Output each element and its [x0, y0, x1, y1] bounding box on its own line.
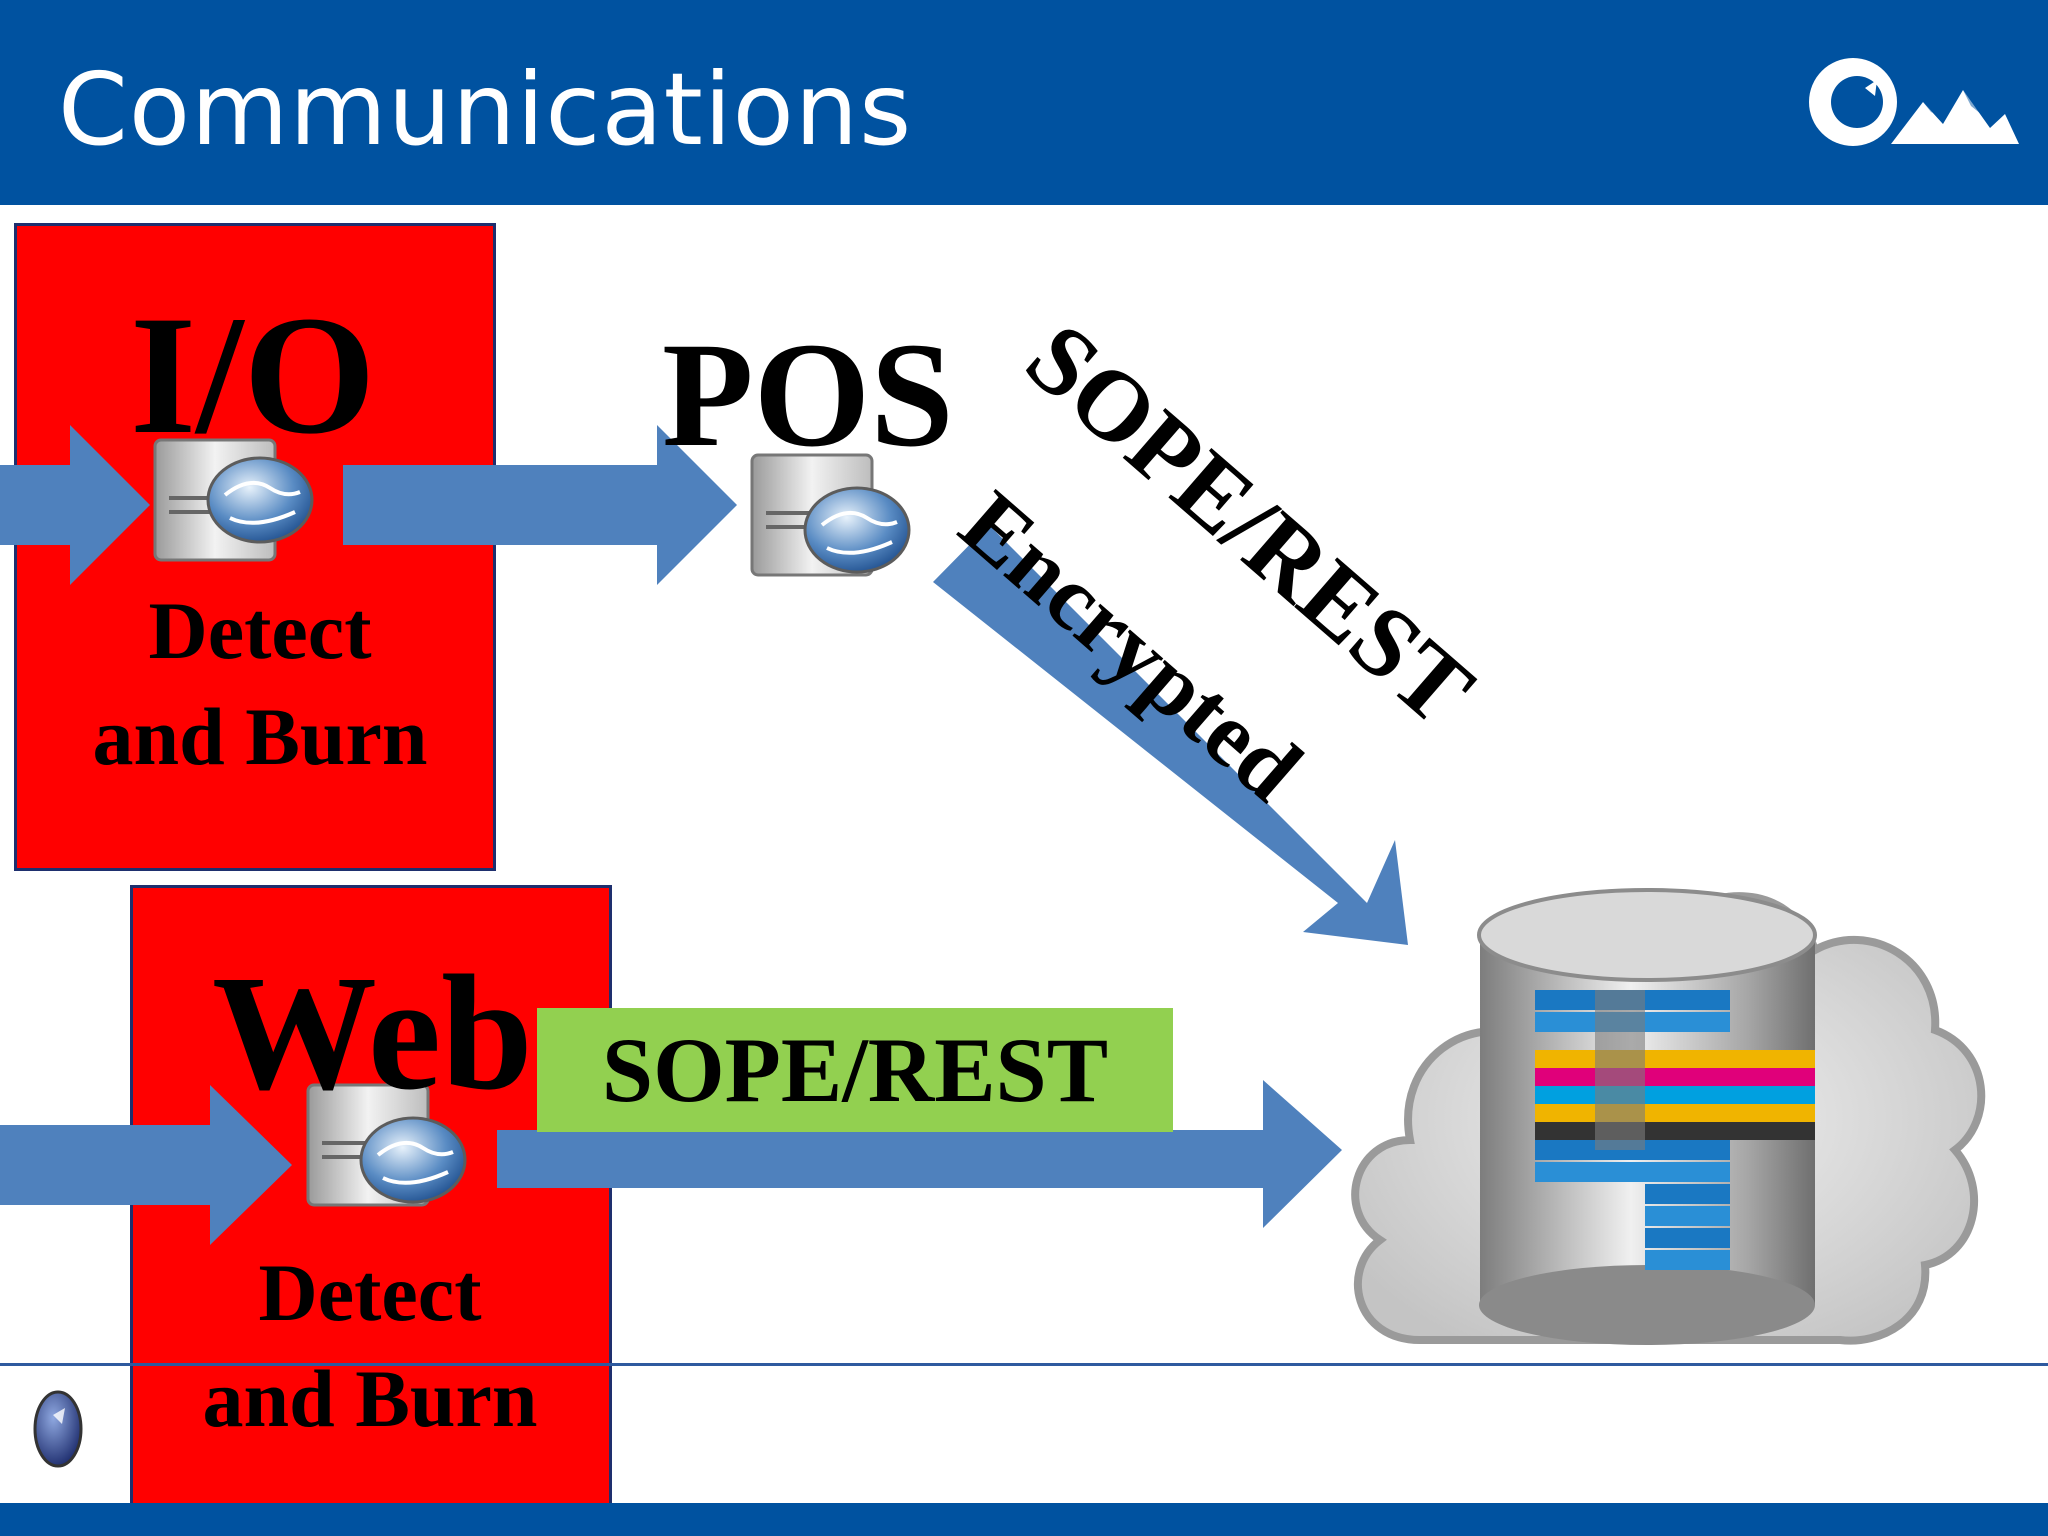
- footer-divider: [0, 1363, 2048, 1366]
- io-input-arrow: [0, 425, 150, 585]
- web-action-label: Detect and Burn: [202, 1247, 538, 1444]
- web-input-arrow: [0, 1085, 292, 1245]
- footer-bar: [0, 1503, 2048, 1536]
- pos-node-label: POS: [662, 312, 954, 478]
- footer-logo-icon: [33, 1390, 83, 1468]
- io-node-label: I/O: [130, 281, 376, 469]
- pos-to-cloud-arrow: [933, 525, 1408, 945]
- io-to-pos-arrow: [343, 425, 737, 585]
- header-curve: [0, 150, 2048, 205]
- slide-title: Communications: [58, 51, 913, 168]
- cloud-database-icon: [1351, 888, 1986, 1345]
- web-protocol-box: SOPE/REST: [537, 1008, 1173, 1132]
- web-server-icon: [306, 1083, 467, 1207]
- web-node-label: Web: [212, 941, 533, 1124]
- pos-server-icon: [750, 453, 911, 577]
- io-server-icon: [153, 438, 314, 562]
- web-to-cloud-arrow: [497, 1080, 1342, 1228]
- company-logo-icon: [1809, 58, 2019, 146]
- web-protocol-label: SOPE/REST: [601, 1019, 1109, 1121]
- io-action-label: Detect and Burn: [92, 585, 428, 782]
